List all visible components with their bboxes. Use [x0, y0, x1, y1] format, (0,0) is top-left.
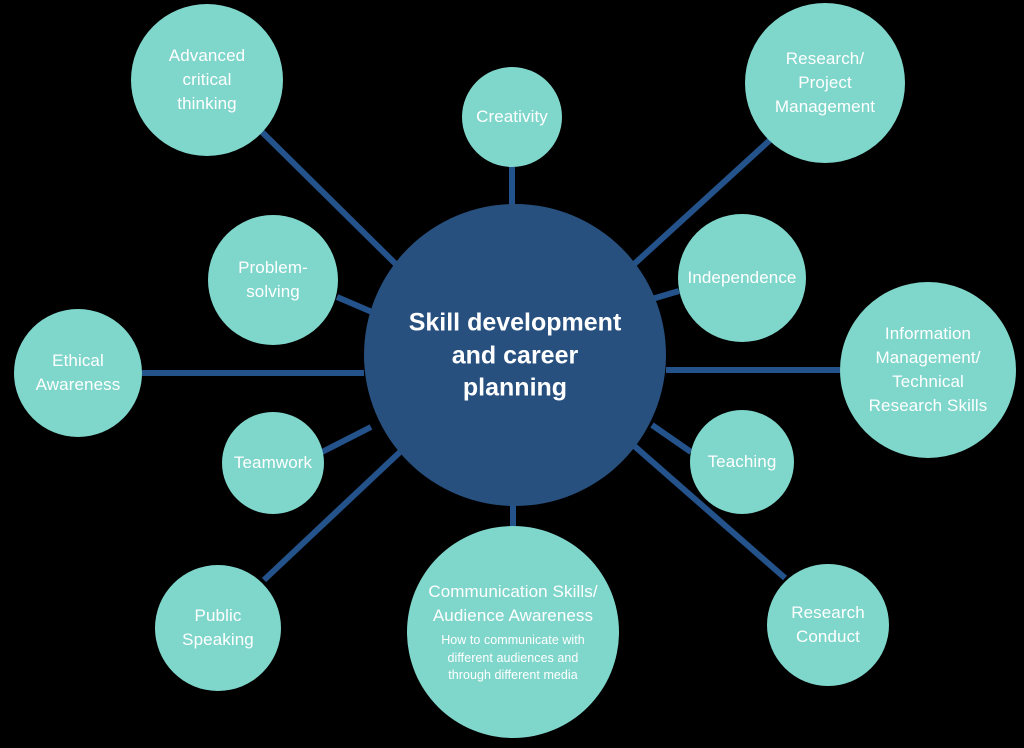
spoke-public-speaking [261, 449, 403, 583]
nodes-layer [14, 3, 1016, 738]
spoke-research-conduct [630, 441, 787, 581]
hub-circle[interactable] [364, 204, 666, 506]
node-circle-public-speaking[interactable] [155, 565, 281, 691]
spoke-advanced-critical-thinking [259, 129, 424, 292]
spoke-research-project-management [617, 137, 773, 280]
spoke-independence [651, 288, 680, 302]
node-circle-independence[interactable] [678, 214, 806, 342]
node-circle-problem-solving[interactable] [208, 215, 338, 345]
node-circle-creativity[interactable] [462, 67, 562, 167]
spokes-layer [142, 129, 840, 583]
node-circle-teamwork[interactable] [222, 412, 324, 514]
node-circle-research-conduct[interactable] [767, 564, 889, 686]
spoke-problem-solving [335, 294, 374, 315]
spoke-teaching [650, 422, 693, 455]
node-circle-communication-skills-audience-awareness[interactable] [407, 526, 619, 738]
node-circle-research-project-management[interactable] [745, 3, 905, 163]
node-circle-ethical-awareness[interactable] [14, 309, 142, 437]
node-circle-advanced-critical-thinking[interactable] [131, 4, 283, 156]
node-circle-information-management-technical-research-skills[interactable] [840, 282, 1016, 458]
spoke-teamwork [320, 424, 373, 455]
node-circle-teaching[interactable] [690, 410, 794, 514]
